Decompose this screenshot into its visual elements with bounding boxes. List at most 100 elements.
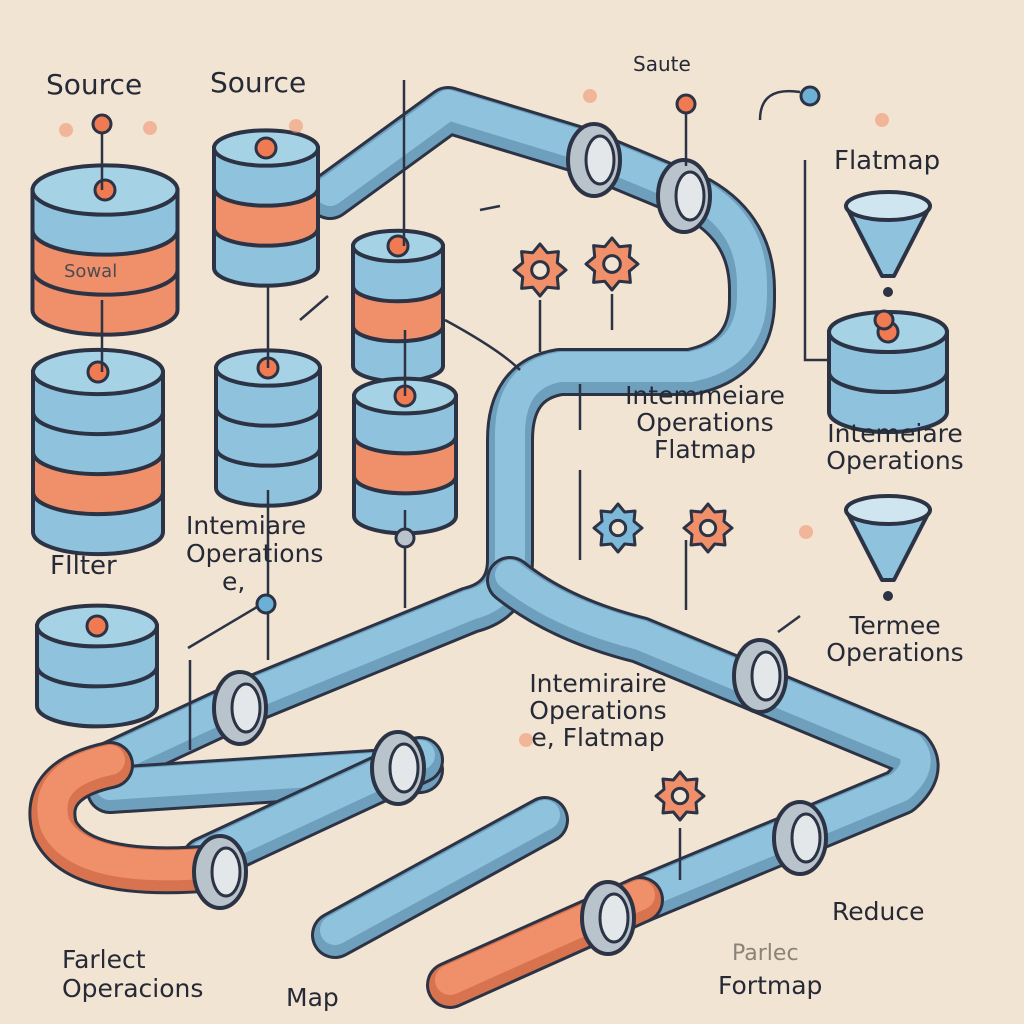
label-intermediate-left-line2: Operations — [186, 539, 324, 568]
accent-dot-3 — [289, 119, 303, 133]
pipe-flange-4 — [370, 730, 426, 806]
label-intermediate-center-line3: Flatmap — [654, 435, 756, 464]
label-source-mid: Source — [210, 66, 307, 99]
pin-node-icon — [799, 85, 821, 107]
gear-hub — [530, 260, 550, 280]
label-terminal-line2: Operations — [826, 638, 964, 667]
pin-node-icon — [873, 309, 895, 331]
pipe-flange-inner — [674, 170, 706, 222]
pipe-flange-7 — [772, 800, 828, 876]
gear-hub — [602, 254, 622, 274]
gear-icon-2 — [584, 236, 640, 292]
label-intermediate-bottom-line3: e, Flatmap — [531, 723, 665, 752]
label-flatmap-top: Flatmap — [834, 146, 941, 176]
label-parallel-right: Parlec — [732, 941, 799, 966]
gear-icon-5 — [654, 770, 706, 822]
label-parallel-left-line2: Operacions — [62, 973, 204, 1003]
accent-dot-5 — [583, 89, 597, 103]
pipe-flange-6 — [732, 638, 788, 714]
pin-node-icon — [91, 113, 113, 135]
connector-line-19 — [299, 295, 329, 321]
pipe-flange-2 — [656, 158, 712, 234]
pipe-right-branch — [486, 556, 940, 924]
funnel-icon-top — [844, 190, 932, 297]
label-saute: Saute — [633, 52, 691, 76]
pipe-small-segment-body — [320, 800, 560, 945]
database-filter — [35, 603, 159, 729]
icon-layer — [59, 80, 932, 880]
pipe-flange-inner — [230, 682, 262, 734]
database-node-dot — [254, 136, 278, 160]
label-cylinder-text: Sowal — [64, 261, 118, 282]
pipe-flange-inner — [210, 846, 242, 898]
database-source-mid — [212, 128, 320, 288]
label-intermediate-left-line1: Intemiare — [186, 511, 307, 540]
gear-icon-3 — [592, 502, 644, 554]
label-intermediate-right-line1: Intemeiare — [827, 419, 963, 448]
pin-node-icon — [675, 93, 697, 115]
gear-icon-4 — [682, 502, 734, 554]
gear-hub — [698, 518, 718, 538]
funnel-drop — [883, 287, 893, 297]
connector-line-22 — [777, 614, 801, 634]
label-parallel-left-line1: Farlect — [62, 945, 146, 974]
label-terminal-line1: Termee — [849, 611, 941, 640]
pipe-flange-inner — [790, 812, 822, 864]
label-source-left: Source — [46, 68, 143, 101]
accent-dot-7 — [799, 525, 813, 539]
label-intermediate-center-line1: Intemmeiare — [625, 381, 785, 410]
label-fortmap: Fortmap — [718, 971, 823, 1000]
database-flatmap — [827, 309, 949, 435]
connector-line-15 — [187, 602, 263, 650]
pipe-flange-inner — [388, 742, 420, 794]
pipes-layer — [28, 86, 940, 1009]
label-intermediate-center: Intemmeiare Operations Flatmap — [600, 382, 810, 463]
database-source-left-bottom — [31, 347, 165, 557]
connector-line-9 — [758, 89, 801, 121]
accent-dot-6 — [519, 733, 533, 747]
connector-line-20 — [479, 204, 501, 212]
connector-line-10 — [803, 160, 830, 362]
label-intermediate-left-line3: e, — [222, 567, 246, 596]
accent-dot-1 — [59, 123, 73, 137]
label-intermediate-bottom-line2: Operations — [529, 696, 667, 725]
pipe-flange-inner — [584, 134, 616, 186]
pipe-orange-bend — [28, 741, 239, 895]
pin-node-icon — [394, 527, 416, 549]
label-intermediate-right-line2: Operations — [826, 446, 964, 475]
flanges-layer — [192, 122, 828, 956]
accent-dot-4 — [875, 113, 889, 127]
pipe-flange-inner — [750, 650, 782, 702]
label-parallel-left: Farlect Operacions — [62, 945, 204, 1003]
label-intermediate-center-line2: Operations — [636, 408, 774, 437]
pipe-flange-1 — [566, 122, 622, 198]
pin-node-icon — [255, 593, 277, 615]
database-mid-lower — [214, 348, 322, 508]
database-source-left-top — [30, 163, 180, 337]
funnel-drop — [883, 591, 893, 601]
connector-line-21 — [444, 318, 521, 371]
database-center — [352, 376, 458, 536]
pipe-flange-5 — [192, 834, 248, 910]
pipe-flange-8 — [580, 880, 636, 956]
database-layer — [30, 128, 949, 729]
label-map: Map — [286, 983, 339, 1012]
label-intermediate-bottom: Intemiraire Operations e, Flatmap — [498, 670, 698, 751]
pipe-right-branch-body — [495, 560, 931, 910]
database-node-dot — [86, 360, 110, 384]
label-intermediate-left: Intemiare Operations e, — [186, 512, 323, 596]
gear-hub — [670, 786, 690, 806]
pipe-orange-bend-body — [37, 745, 230, 881]
funnel-rim — [844, 494, 932, 526]
gear-hub — [608, 518, 628, 538]
label-intermediate-bottom-line1: Intemiraire — [529, 669, 667, 698]
label-reduce: Reduce — [832, 897, 925, 926]
label-filter: FIlter — [50, 551, 117, 581]
pipe-small-segment — [311, 796, 569, 959]
label-terminal: Termee Operations — [800, 612, 990, 666]
database-node-dot — [93, 178, 117, 202]
funnel-icon-bottom — [844, 494, 932, 601]
pipe-flange-3 — [212, 670, 268, 746]
